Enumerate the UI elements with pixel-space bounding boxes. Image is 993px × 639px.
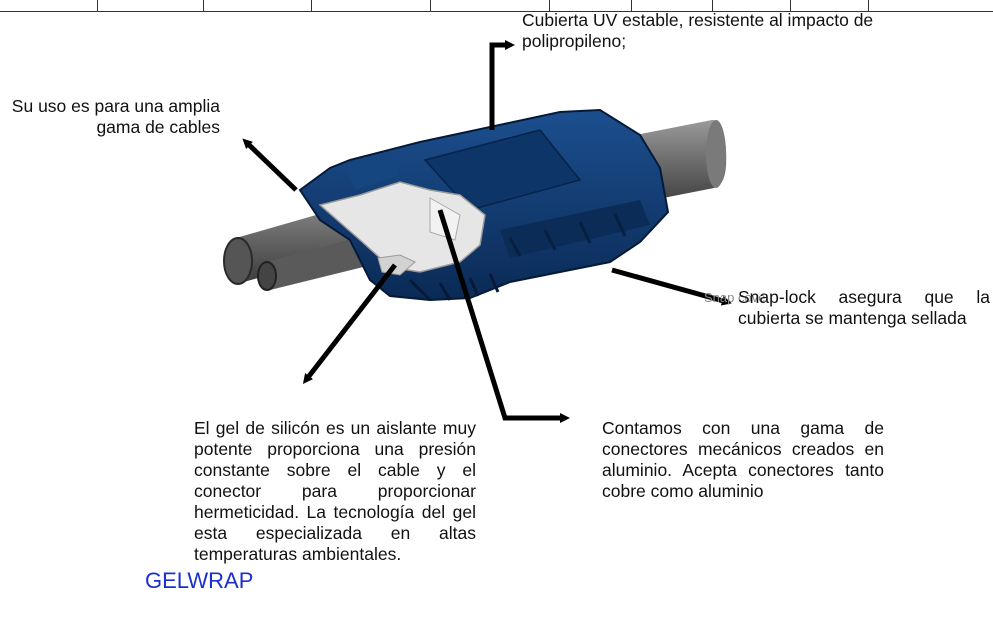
column-divider — [311, 0, 312, 11]
arrow-gel — [302, 263, 397, 384]
column-divider — [430, 0, 431, 11]
product-title: GELWRAP — [145, 568, 254, 593]
arrow-snaplock — [611, 267, 732, 306]
callout-gel: El gel de silicón es un aislante muy pot… — [194, 418, 476, 564]
column-divider — [97, 0, 98, 11]
column-divider — [631, 0, 632, 11]
column-divider — [203, 0, 204, 11]
callout-snaplock: Snap-lock asegura que la cubierta se man… — [738, 287, 990, 328]
column-divider — [549, 0, 550, 11]
column-divider — [712, 0, 713, 11]
callout-cover: Cubierta UV estable, resistente al impac… — [522, 10, 874, 51]
arrow-cables — [242, 138, 298, 192]
arrow-cover — [489, 40, 515, 130]
top-border-line — [0, 11, 993, 12]
column-divider — [868, 0, 869, 11]
callout-connectors: Contamos con una gama de conectores mecá… — [602, 418, 884, 501]
column-divider — [790, 0, 791, 11]
arrow-connectors — [437, 209, 570, 423]
callout-cables: Su uso es para una amplia gama de cables — [11, 96, 220, 137]
faint-snap-label: Snap cove — [704, 290, 766, 305]
arrows — [242, 40, 732, 423]
